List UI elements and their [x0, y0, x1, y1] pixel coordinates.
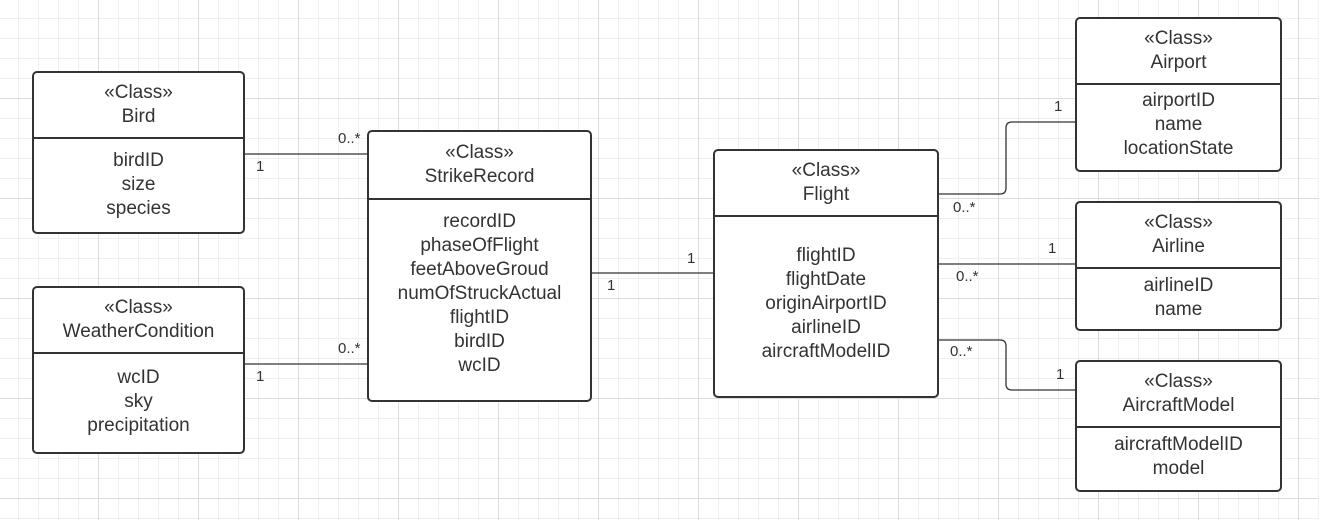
class-attributes: aircraftModelID model	[1077, 428, 1280, 481]
class-attributes: airlineID name	[1077, 269, 1280, 322]
class-attribute: size	[121, 174, 156, 195]
class-stereotype: «Class»	[1144, 28, 1213, 49]
class-name: Airport	[1150, 52, 1207, 73]
class-header: «Class» AircraftModel	[1077, 362, 1280, 428]
class-attribute: airlineID	[791, 317, 861, 338]
class-attribute: numOfStruckActual	[397, 283, 562, 304]
class-header: «Class» Airport	[1077, 19, 1280, 85]
class-flight[interactable]: «Class» Flight flightID flightDate origi…	[713, 149, 939, 398]
multiplicity-flight-airport-end: 0..*	[953, 199, 976, 216]
multiplicity-strike-weather-end: 0..*	[338, 340, 361, 357]
class-attributes: wcID sky precipitation	[34, 354, 243, 438]
class-attributes: airportID name locationState	[1077, 85, 1280, 161]
class-stereotype: «Class»	[104, 82, 173, 103]
class-airline[interactable]: «Class» Airline airlineID name	[1075, 201, 1282, 331]
class-stereotype: «Class»	[104, 297, 173, 318]
class-attribute: recordID	[443, 211, 516, 232]
class-attributes: birdID size species	[34, 139, 243, 221]
class-attribute: aircraftModelID	[761, 341, 891, 362]
multiplicity-bird-end: 1	[256, 158, 265, 175]
class-header: «Class» Airline	[1077, 203, 1280, 269]
flight-aircraft-model-association	[938, 339, 1076, 391]
class-attribute: species	[106, 198, 171, 219]
multiplicity-strike-flight-end: 1	[607, 277, 616, 294]
class-aircraft-model[interactable]: «Class» AircraftModel aircraftModelID mo…	[1075, 360, 1282, 492]
class-attribute: sky	[124, 391, 153, 412]
class-attribute: feetAboveGroud	[410, 259, 549, 280]
class-attribute: originAirportID	[765, 293, 887, 314]
class-attribute: precipitation	[87, 415, 190, 436]
class-attribute: wcID	[117, 367, 160, 388]
class-attribute: flightDate	[785, 269, 867, 290]
class-header: «Class» StrikeRecord	[369, 132, 590, 200]
flight-airport-association	[938, 121, 1076, 195]
class-attribute: birdID	[113, 150, 164, 171]
class-attribute: aircraftModelID	[1114, 434, 1243, 455]
class-name: Bird	[121, 106, 156, 127]
class-attribute: flightID	[449, 307, 510, 328]
class-attributes: recordID phaseOfFlight feetAboveGroud nu…	[369, 200, 590, 378]
class-strike-record[interactable]: «Class» StrikeRecord recordID phaseOfFli…	[367, 130, 592, 402]
class-attribute: wcID	[458, 355, 501, 376]
multiplicity-aircraft-model-end: 1	[1056, 366, 1065, 383]
class-name: Flight	[802, 184, 850, 205]
class-attribute: model	[1152, 458, 1205, 479]
multiplicity-flight-aircraft-model-end: 0..*	[950, 343, 973, 360]
class-attribute: phaseOfFlight	[420, 235, 539, 256]
class-attribute: airportID	[1142, 90, 1215, 111]
class-name: AircraftModel	[1122, 395, 1235, 416]
multiplicity-weather-end: 1	[256, 368, 265, 385]
class-header: «Class» Flight	[715, 151, 937, 217]
class-header: «Class» Bird	[34, 73, 243, 139]
class-airport[interactable]: «Class» Airport airportID name locationS…	[1075, 17, 1282, 172]
class-attribute: locationState	[1123, 138, 1234, 159]
class-weather-condition[interactable]: «Class» WeatherCondition wcID sky precip…	[32, 286, 245, 454]
class-attribute: flightID	[796, 245, 856, 266]
class-stereotype: «Class»	[445, 142, 514, 163]
multiplicity-strike-bird-end: 0..*	[338, 130, 361, 147]
class-name: WeatherCondition	[62, 321, 215, 342]
class-name: StrikeRecord	[424, 166, 535, 187]
class-header: «Class» WeatherCondition	[34, 288, 243, 354]
class-stereotype: «Class»	[791, 160, 861, 181]
multiplicity-flight-strike-end: 1	[687, 250, 696, 267]
class-attribute: birdID	[454, 331, 505, 352]
class-stereotype: «Class»	[1144, 212, 1213, 233]
class-attribute: name	[1154, 299, 1203, 320]
class-stereotype: «Class»	[1144, 371, 1213, 392]
class-name: Airline	[1152, 236, 1205, 257]
multiplicity-airport-end: 1	[1054, 98, 1063, 115]
class-bird[interactable]: «Class» Bird birdID size species	[32, 71, 245, 234]
multiplicity-flight-airline-end: 0..*	[956, 268, 979, 285]
class-attribute: airlineID	[1143, 275, 1214, 296]
multiplicity-airline-end: 1	[1048, 240, 1057, 257]
class-attribute: name	[1154, 114, 1203, 135]
class-attributes: flightID flightDate originAirportID airl…	[715, 217, 937, 364]
